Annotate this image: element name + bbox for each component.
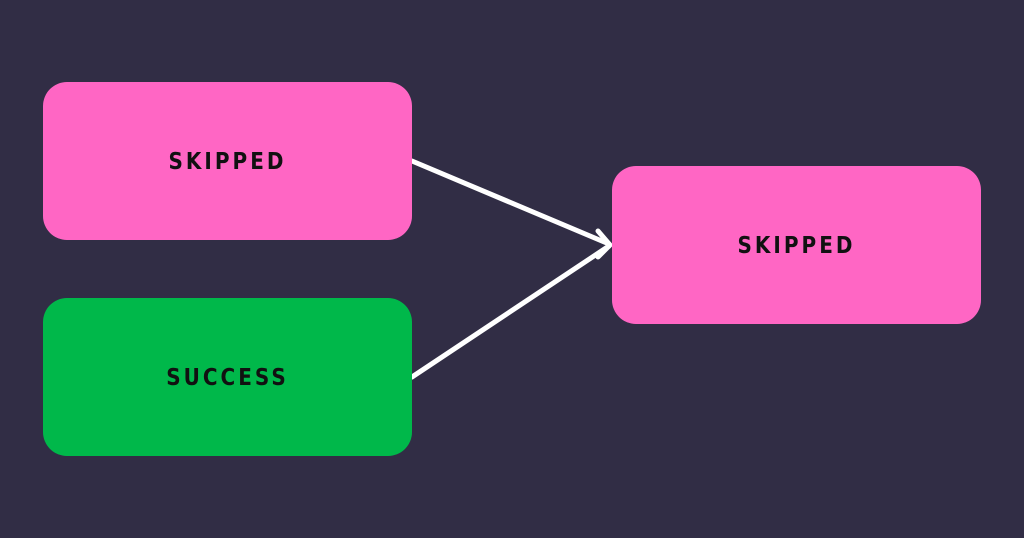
node-skipped-downstream[interactable]: SKIPPED <box>612 166 981 324</box>
edge-skipped-to-skipped <box>409 158 612 247</box>
arrowhead-icon <box>595 228 613 260</box>
node-skipped-upstream[interactable]: SKIPPED <box>43 82 412 240</box>
node-label: SUCCESS <box>166 363 289 391</box>
node-label: SKIPPED <box>168 147 287 175</box>
node-success-upstream[interactable]: SUCCESS <box>43 298 412 456</box>
node-label: SKIPPED <box>737 231 856 259</box>
edge-success-to-skipped <box>409 243 612 380</box>
